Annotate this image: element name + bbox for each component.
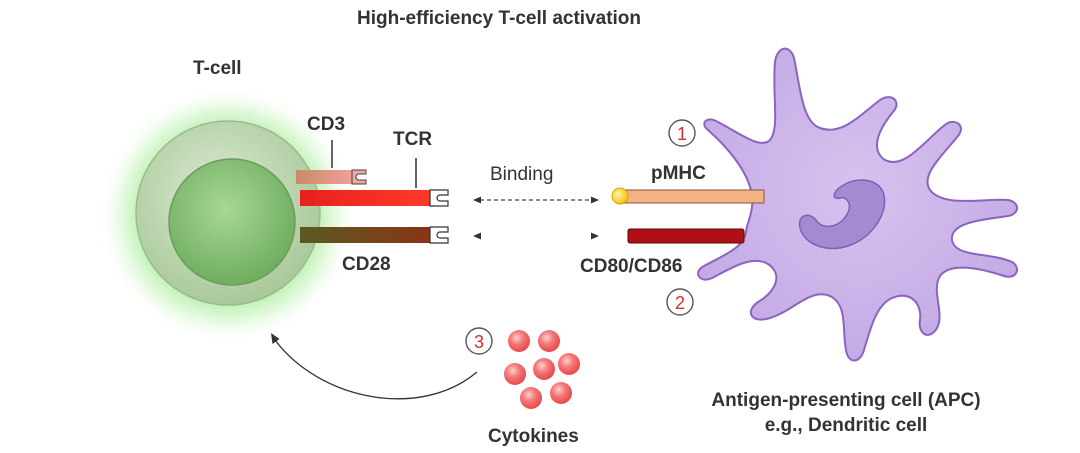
apc-nucleus — [798, 179, 886, 250]
t-cell-label: T-cell — [193, 58, 242, 79]
cd80-cd86-label: CD80/CD86 — [580, 256, 683, 277]
antigen-bead — [611, 187, 629, 205]
svg-text:2: 2 — [675, 293, 685, 313]
t-cell-nucleus — [168, 158, 296, 286]
pmhc-ligand — [611, 187, 765, 205]
cd3-label: CD3 — [307, 114, 346, 135]
step-marker-2: 2 — [666, 288, 694, 316]
dendritic-cell — [697, 47, 1019, 362]
cytokine — [504, 363, 526, 385]
svg-text:1: 1 — [677, 124, 687, 144]
binding-arrow — [473, 196, 599, 204]
cytokine-feedback-arrow — [271, 333, 478, 400]
apc-label-line1: Antigen-presenting cell (APC) — [711, 390, 981, 411]
cd3-receptor — [296, 140, 367, 185]
cytokine — [538, 330, 560, 352]
apc-label: Antigen-presenting cell (APC) e.g., Dend… — [674, 390, 1018, 437]
cd28-label: CD28 — [342, 254, 391, 275]
svg-text:3: 3 — [474, 332, 484, 352]
cytokine — [508, 330, 530, 352]
step-marker-1: 1 — [668, 119, 696, 147]
cd80-cd86-ligand — [627, 228, 745, 244]
pmhc-label: pMHC — [651, 163, 706, 184]
cytokine-cluster — [504, 330, 580, 409]
tcr-label: TCR — [393, 129, 433, 150]
step-marker-3: 3 — [465, 327, 493, 355]
cytokine — [520, 387, 542, 409]
cytokine — [533, 358, 555, 380]
cytokines-label: Cytokines — [488, 426, 579, 447]
binding-label: Binding — [490, 164, 554, 185]
cd28-receptor — [300, 226, 449, 244]
cytokine — [558, 353, 580, 375]
cytokine — [550, 382, 572, 404]
tcr-receptor — [300, 158, 449, 207]
diagram-title: High-efficiency T-cell activation — [357, 8, 642, 29]
t-cell — [98, 85, 358, 345]
apc-label-line2: e.g., Dendritic cell — [764, 415, 928, 436]
co-stimulation-arrow — [473, 232, 599, 240]
